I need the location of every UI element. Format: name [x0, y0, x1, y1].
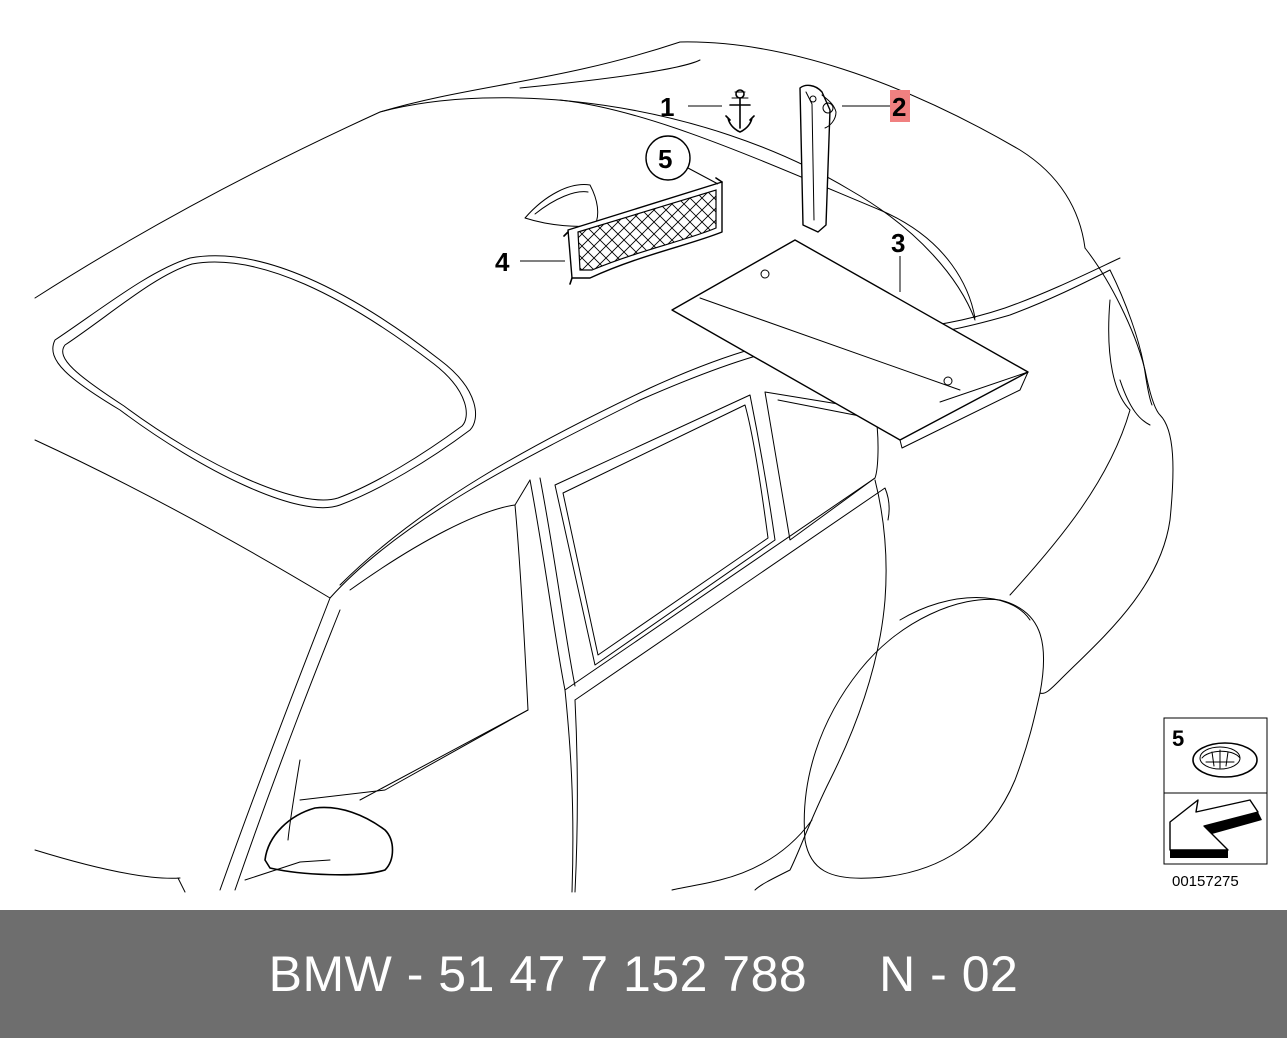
callout-5-label: 5	[658, 144, 672, 174]
callout-3-label: 3	[891, 228, 905, 258]
inset-box: 5	[1163, 717, 1268, 865]
callout-1-label: 1	[660, 92, 674, 122]
drawing-number: 00157275	[1172, 873, 1239, 890]
callout-3: 3	[891, 228, 905, 292]
c-pillar-trim	[799, 84, 837, 233]
callout-2-label: 2	[892, 92, 906, 122]
anchor-icon	[725, 89, 755, 133]
callout-4: 4	[495, 247, 565, 277]
parts-diagram: 1 2 3 4 5 5	[34, 41, 1268, 893]
clip-icon	[1192, 742, 1258, 778]
direction-arrow-icon	[1169, 799, 1262, 858]
luggage-net	[563, 177, 723, 285]
callout-4-label: 4	[495, 247, 510, 277]
callout-5: 5	[645, 135, 719, 185]
footer-bar: BMW - 51 47 7 152 788 N - 02	[0, 910, 1287, 1038]
luggage-floor-panel	[671, 239, 1029, 449]
callout-2: 2	[842, 90, 910, 122]
callout-2-highlight	[890, 90, 910, 122]
car-body-outline	[34, 41, 1174, 893]
callout-1: 1	[660, 92, 722, 122]
inset-5-label: 5	[1172, 726, 1184, 751]
part-number-caption: BMW - 51 47 7 152 788 N - 02	[268, 946, 1019, 1002]
